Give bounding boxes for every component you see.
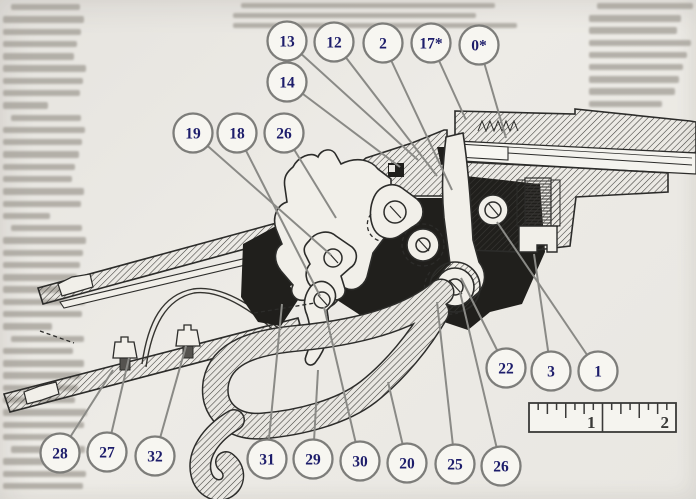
callout-2: 2 bbox=[362, 22, 404, 64]
callout-26: 26 bbox=[263, 112, 305, 154]
svg-text:3: 3 bbox=[547, 364, 555, 381]
svg-text:32: 32 bbox=[147, 449, 163, 466]
svg-text:27: 27 bbox=[99, 445, 115, 462]
tang-bolt bbox=[516, 177, 561, 253]
callout-26: 26 bbox=[480, 445, 522, 487]
svg-text:19: 19 bbox=[185, 126, 201, 143]
svg-text:12: 12 bbox=[326, 35, 342, 52]
leader-lines bbox=[59, 40, 599, 467]
callout-28: 28 bbox=[39, 432, 81, 474]
svg-text:14: 14 bbox=[279, 75, 295, 92]
pivot-pins bbox=[313, 194, 509, 309]
svg-text:20: 20 bbox=[399, 456, 415, 473]
background-text-right bbox=[589, 3, 693, 113]
takedown-screw-rear bbox=[175, 324, 201, 359]
callout-20: 20 bbox=[386, 442, 428, 484]
callout-29: 29 bbox=[292, 438, 334, 480]
svg-text:29: 29 bbox=[305, 452, 321, 469]
barrel-bottom-wall bbox=[459, 160, 669, 253]
svg-text:0*: 0* bbox=[471, 38, 487, 55]
callout-32: 32 bbox=[134, 435, 176, 477]
callout-12: 12 bbox=[313, 21, 355, 63]
callout-14: 14 bbox=[266, 61, 308, 103]
callout-1: 1 bbox=[577, 350, 619, 392]
svg-text:30: 30 bbox=[352, 454, 368, 471]
callout-0*: 0* bbox=[458, 24, 500, 66]
svg-text:13: 13 bbox=[279, 34, 295, 51]
svg-text:17*: 17* bbox=[419, 36, 443, 53]
hidden-edges bbox=[39, 213, 459, 344]
callout-17*: 17* bbox=[410, 22, 452, 64]
callout-30: 30 bbox=[339, 440, 381, 482]
callout-18: 18 bbox=[216, 112, 258, 154]
svg-text:22: 22 bbox=[498, 361, 514, 378]
svg-text:1: 1 bbox=[594, 364, 602, 381]
callout-13: 13 bbox=[266, 20, 308, 62]
svg-text:1: 1 bbox=[587, 413, 596, 432]
svg-text:18: 18 bbox=[229, 126, 245, 143]
svg-text:31: 31 bbox=[259, 452, 275, 469]
barrel-assembly bbox=[454, 108, 696, 253]
barrel-threads bbox=[477, 119, 519, 133]
background-text-left bbox=[3, 4, 87, 496]
finger-lever bbox=[189, 278, 455, 499]
callout-27: 27 bbox=[86, 431, 128, 473]
callout-19: 19 bbox=[172, 112, 214, 154]
callout-3: 3 bbox=[530, 350, 572, 392]
svg-text:25: 25 bbox=[447, 457, 463, 474]
svg-text:2: 2 bbox=[661, 413, 670, 432]
callout-31: 31 bbox=[246, 438, 288, 480]
svg-text:28: 28 bbox=[52, 446, 68, 463]
takedown-screw-front bbox=[112, 336, 138, 371]
callout-25: 25 bbox=[434, 443, 476, 485]
svg-text:26: 26 bbox=[276, 126, 292, 143]
bolt-head bbox=[518, 225, 558, 253]
svg-text:26: 26 bbox=[493, 459, 509, 476]
callout-22: 22 bbox=[485, 347, 527, 389]
svg-text:2: 2 bbox=[379, 36, 387, 53]
